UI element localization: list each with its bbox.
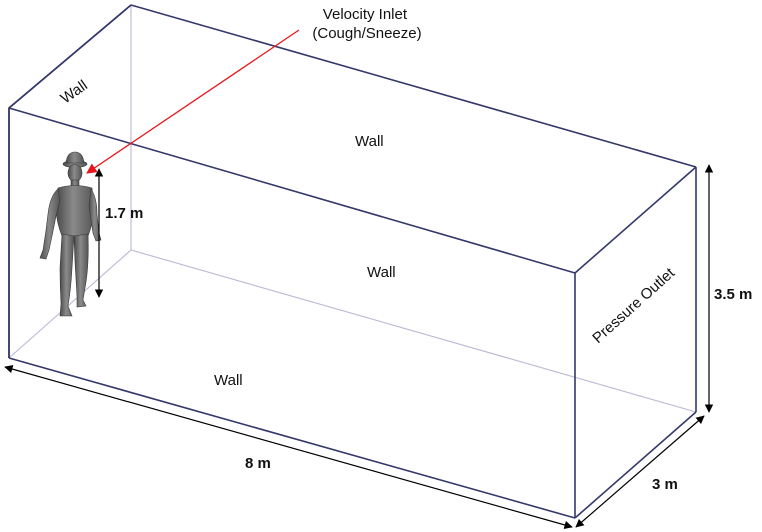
wall-label-far: Wall (367, 264, 396, 281)
velocity-inlet-arrow (86, 29, 300, 174)
room-length-arrow (4, 365, 573, 529)
room-width-arrow (575, 415, 705, 528)
room-width-label: 3 m (652, 476, 678, 493)
velocity-inlet-line2: (Cough/Sneeze) (312, 25, 421, 42)
left-leg (59, 233, 75, 317)
edge-bottom-right (574, 411, 697, 519)
room-hidden-edges (8, 5, 697, 413)
room-length-label: 8 m (245, 455, 271, 472)
edge-bottom-front (8, 357, 576, 519)
wall-label-floor: Wall (214, 372, 243, 389)
torso (55, 185, 95, 237)
pressure-outlet-label: Pressure Outlet (589, 264, 678, 347)
hat-crown (65, 151, 85, 164)
room-front-left-face (8, 4, 132, 358)
room-height-label: 3.5 m (714, 286, 752, 303)
velocity-inlet-label: Velocity Inlet (Cough/Sneeze) (312, 6, 421, 42)
person-height-label: 1.7 m (105, 205, 143, 222)
wall-label-top: Wall (355, 133, 384, 150)
edge-top-left (8, 4, 132, 109)
edge-top-front (8, 107, 576, 274)
hidden-edge-back-floor-left (8, 249, 132, 359)
edge-top-back (130, 4, 697, 168)
human-figure (39, 151, 102, 317)
head (67, 164, 83, 182)
room-box (8, 4, 697, 519)
edge-top-right (574, 166, 697, 274)
wall-label-left-top: Wall (58, 77, 91, 107)
right-leg (73, 233, 89, 308)
hidden-edge-back-floor-long (130, 249, 697, 413)
velocity-inlet-line1: Velocity Inlet (323, 6, 408, 23)
left-arm (39, 188, 61, 260)
